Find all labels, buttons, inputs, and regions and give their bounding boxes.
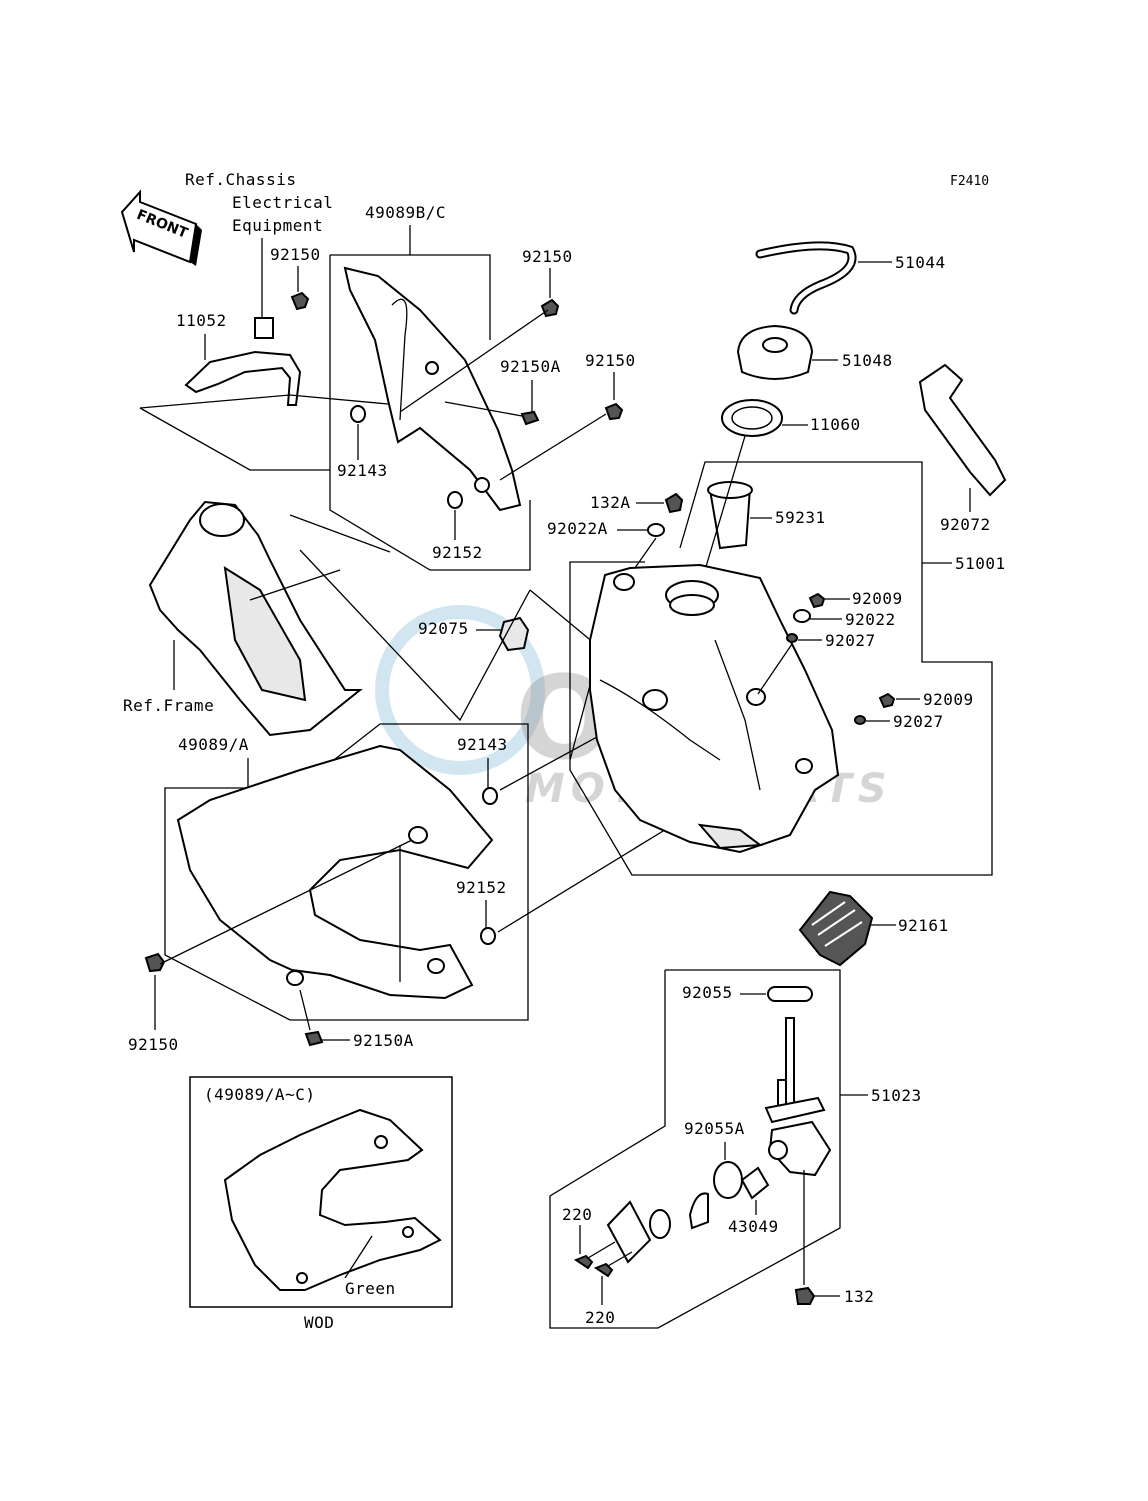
label-11060: 11060 xyxy=(810,415,861,434)
nut-92027-b xyxy=(854,715,866,725)
label-92150-c: 92150 xyxy=(585,351,636,370)
ref-chassis-line3: Equipment xyxy=(232,216,323,235)
fuel-tank-51001 xyxy=(589,563,840,854)
o-ring-92055a xyxy=(713,1161,743,1199)
shroud-49089a xyxy=(176,744,494,1000)
label-92150a-bottom: 92150A xyxy=(353,1031,414,1050)
washer-92143-top xyxy=(350,405,366,423)
label-92152-mid: 92152 xyxy=(456,878,507,897)
figure-code: F2410 xyxy=(950,174,989,189)
washer-92022 xyxy=(793,609,811,623)
nut-92027-a xyxy=(786,633,798,643)
label-92055: 92055 xyxy=(682,983,733,1002)
inset-caption: WOD xyxy=(304,1313,334,1332)
bolt-92150-d xyxy=(144,952,166,973)
label-92022a: 92022A xyxy=(547,519,608,538)
bolt-92009-a xyxy=(808,592,826,609)
label-92075: 92075 xyxy=(418,619,469,638)
washer-92022a xyxy=(647,523,665,537)
group-box-49089a xyxy=(164,723,529,1021)
label-51023: 51023 xyxy=(871,1086,922,1105)
bolt-92150a-bottom xyxy=(304,1030,324,1047)
screw-220-a xyxy=(573,1254,594,1270)
watermark-globe-icon xyxy=(375,605,545,775)
inset-title: (49089/A~C) xyxy=(204,1085,315,1104)
label-92072: 92072 xyxy=(940,515,991,534)
front-arrow-icon: FRONT xyxy=(120,189,202,266)
label-43049: 43049 xyxy=(728,1217,779,1236)
label-92161: 92161 xyxy=(898,916,949,935)
inset-color-note: Green xyxy=(345,1279,396,1298)
label-49089a: 49089/A xyxy=(178,735,249,754)
group-box-49089bc xyxy=(329,255,531,571)
bolt-92009-b xyxy=(878,692,896,709)
strap-92072 xyxy=(918,363,1007,497)
label-220-a: 220 xyxy=(562,1205,592,1224)
label-220-b: 220 xyxy=(585,1308,615,1327)
label-51044: 51044 xyxy=(895,253,946,272)
diaphragm-43049 xyxy=(740,1166,770,1200)
ref-chassis-line1: Ref.Chassis xyxy=(185,170,296,189)
cover-plate xyxy=(606,1200,652,1264)
label-51001: 51001 xyxy=(955,554,1006,573)
label-92027-a: 92027 xyxy=(825,631,876,650)
label-11052: 11052 xyxy=(176,311,227,330)
label-92150-b: 92150 xyxy=(522,247,573,266)
label-92009-b: 92009 xyxy=(923,690,974,709)
inset-box xyxy=(189,1076,453,1308)
fuel-pipe xyxy=(785,1017,795,1115)
lever xyxy=(688,1192,709,1230)
bolt-92150a-top xyxy=(520,410,540,426)
grommet-92075 xyxy=(498,616,530,652)
ref-chassis-line2: Electrical xyxy=(232,193,333,212)
label-132a: 132A xyxy=(590,493,631,512)
bolt-92150-a xyxy=(290,291,310,311)
bolt-92150-c xyxy=(604,402,624,421)
label-92150-d: 92150 xyxy=(128,1035,179,1054)
group-box-51023 xyxy=(549,969,841,1329)
washer-92152-top xyxy=(447,491,463,509)
label-92143-mid: 92143 xyxy=(457,735,508,754)
bracket-49089bc xyxy=(409,225,491,340)
label-92143-top: 92143 xyxy=(337,461,388,480)
ref-frame-label: Ref.Frame xyxy=(123,696,214,715)
gasket-92055 xyxy=(767,986,813,1002)
washer-92143-mid xyxy=(482,787,498,805)
bolt-132 xyxy=(794,1286,816,1305)
mount-plate xyxy=(764,1096,826,1124)
screw-220-b xyxy=(593,1262,614,1278)
label-92027-b: 92027 xyxy=(893,712,944,731)
label-49089bc: 49089B/C xyxy=(365,203,446,222)
bracket-11052 xyxy=(184,350,302,406)
inset-shroud xyxy=(223,1108,442,1291)
label-132: 132 xyxy=(844,1287,874,1306)
bolt-92150-b xyxy=(540,298,560,318)
o-ring xyxy=(649,1209,671,1239)
bolt-132a xyxy=(664,492,684,514)
label-92022: 92022 xyxy=(845,610,896,629)
connector-part xyxy=(254,317,274,339)
label-92009-a: 92009 xyxy=(852,589,903,608)
label-51048: 51048 xyxy=(842,351,893,370)
label-92152-top: 92152 xyxy=(432,543,483,562)
label-92150-a: 92150 xyxy=(270,245,321,264)
washer-92152-mid xyxy=(480,927,496,945)
pad-92161 xyxy=(798,890,874,967)
group-box-51001 xyxy=(569,461,993,876)
label-92055a: 92055A xyxy=(684,1119,745,1138)
label-92150a-top: 92150A xyxy=(500,357,561,376)
label-59231: 59231 xyxy=(775,508,826,527)
